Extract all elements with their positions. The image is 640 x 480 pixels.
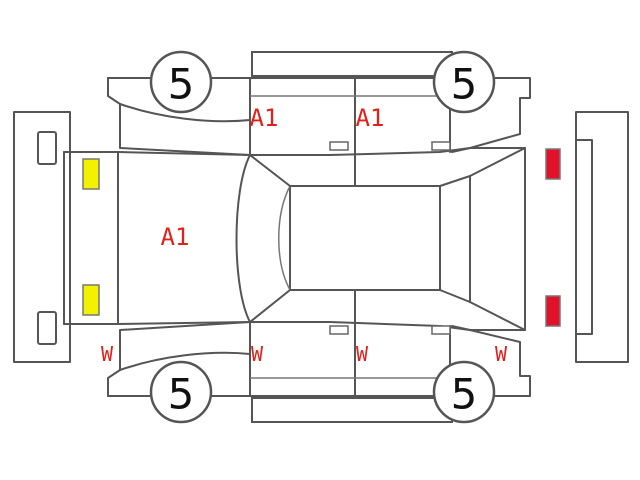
rear-bumper: [575, 111, 629, 363]
tire-front-left: 5: [149, 50, 213, 114]
front-right-lamp: [82, 284, 100, 316]
damage-code-right-front-fender: W: [101, 342, 114, 366]
left-side-panels: [107, 51, 531, 187]
damage-code-right-rear-door: W: [356, 342, 369, 366]
damage-code-left-rear-door: A1: [356, 104, 385, 132]
rear-right-lamp: [545, 295, 561, 327]
damage-code-right-rear-quarter: W: [495, 342, 508, 366]
front-bumper: [13, 111, 71, 363]
damage-code-right-front-door: W: [251, 342, 264, 366]
car-body: [63, 147, 526, 331]
tire-rear-left-value: 5: [451, 60, 478, 109]
damage-code-left-front-door: A1: [250, 104, 279, 132]
damage-code-hood: A1: [161, 223, 190, 251]
tire-front-right-value: 5: [168, 370, 195, 419]
tire-rear-right-value: 5: [451, 370, 478, 419]
rear-left-lamp: [545, 148, 561, 180]
tire-rear-left: 5: [432, 50, 496, 114]
tire-front-left-value: 5: [168, 60, 195, 109]
front-left-lamp: [82, 158, 100, 190]
tire-rear-right: 5: [432, 360, 496, 424]
right-side-panels: [107, 289, 531, 423]
tire-front-right: 5: [149, 360, 213, 424]
